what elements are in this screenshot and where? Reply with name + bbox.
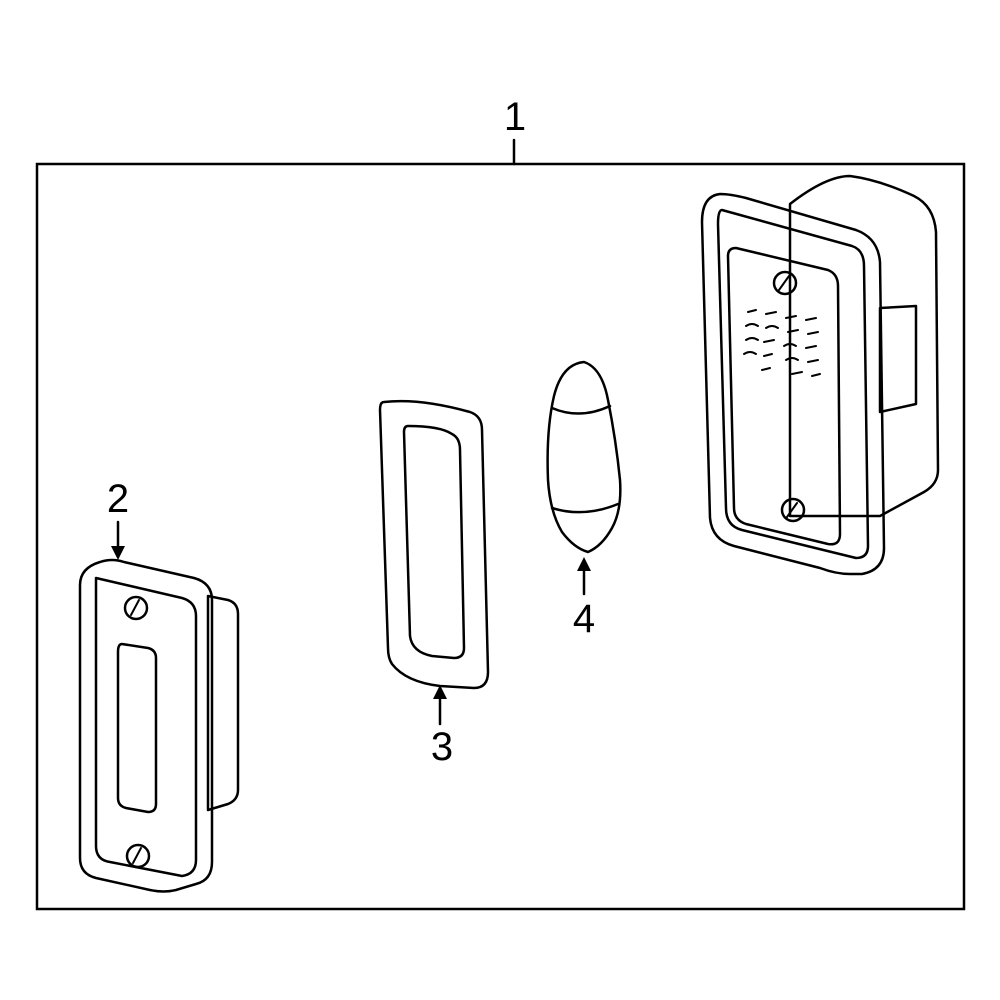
part-2-bezel[interactable] <box>78 558 240 893</box>
part-4-bulb[interactable] <box>546 360 622 554</box>
callout-3-arrowhead <box>433 685 447 699</box>
callout-4-arrowhead <box>577 557 591 571</box>
assembly-frame <box>35 162 966 911</box>
callout-2-label: 2 <box>107 477 129 521</box>
callout-1-label: 1 <box>504 95 526 139</box>
lens-texture-marks <box>743 309 821 377</box>
part-3-lens[interactable] <box>378 399 490 690</box>
callout-4-label: 4 <box>573 597 595 641</box>
part-1-lamp-assembly[interactable] <box>700 174 940 576</box>
callout-2-arrowhead <box>111 546 125 560</box>
callout-3-label: 3 <box>431 725 453 769</box>
